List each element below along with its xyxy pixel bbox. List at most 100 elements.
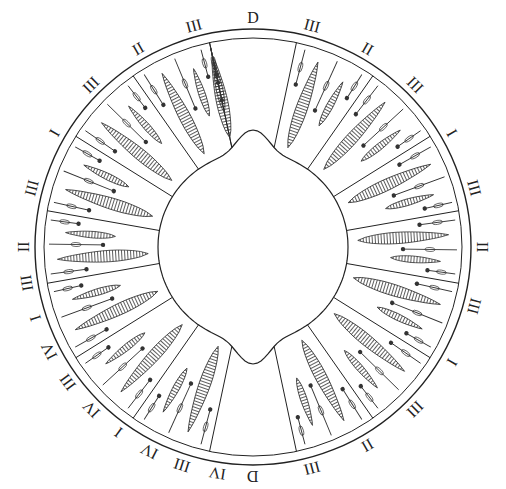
minor-septum bbox=[53, 283, 83, 294]
minor-septum-dot bbox=[112, 148, 118, 154]
minor-septum-line bbox=[398, 131, 421, 147]
minor-septum-dot bbox=[395, 144, 401, 150]
minor-septum-dot bbox=[389, 300, 395, 306]
minor-septum-dot bbox=[105, 344, 111, 350]
minor-septum-swelling bbox=[201, 58, 207, 69]
minor-septum-swelling bbox=[92, 351, 102, 360]
minor-septum bbox=[360, 107, 404, 148]
minor-septum-dot bbox=[104, 326, 110, 332]
minor-septum-dot bbox=[403, 330, 409, 336]
hatched-septum-body bbox=[320, 98, 390, 173]
minor-septum-line bbox=[75, 329, 106, 347]
hatched-septum bbox=[331, 309, 409, 376]
minor-septum-line bbox=[144, 396, 159, 420]
minor-septum bbox=[167, 381, 194, 434]
minor-septum bbox=[308, 383, 334, 437]
minor-septum bbox=[51, 267, 89, 276]
minor-septum bbox=[357, 349, 400, 391]
minor-septum-swelling bbox=[83, 177, 94, 184]
minor-septum-swelling bbox=[378, 122, 388, 132]
minor-septum bbox=[417, 218, 455, 227]
minor-septum-dot bbox=[295, 415, 300, 420]
minor-septum-line bbox=[298, 417, 305, 444]
minor-septum-swelling bbox=[213, 69, 219, 80]
minor-septum-dot bbox=[357, 349, 363, 355]
minor-septum-line bbox=[361, 386, 378, 408]
minor-septum-line bbox=[211, 47, 218, 82]
hatched-septum bbox=[376, 304, 424, 332]
minor-septum-line bbox=[169, 384, 191, 433]
hatched-septum bbox=[160, 367, 190, 414]
minor-septum-line bbox=[403, 249, 457, 251]
minor-septum-dot bbox=[388, 340, 394, 346]
minor-septum-line bbox=[51, 269, 87, 274]
septum-cycle-label: II bbox=[359, 436, 376, 455]
hatched-septum bbox=[320, 98, 390, 173]
minor-septum bbox=[353, 84, 380, 117]
hatched-septum-body bbox=[331, 309, 409, 376]
minor-septum-dot bbox=[76, 221, 81, 226]
minor-septum bbox=[401, 247, 457, 252]
minor-septum bbox=[391, 175, 445, 198]
minor-septum-dot bbox=[193, 106, 199, 112]
minor-septum-swelling bbox=[82, 150, 93, 158]
hatched-septum-body bbox=[357, 229, 449, 246]
minor-septum-swelling bbox=[365, 392, 374, 402]
minor-septum bbox=[61, 296, 115, 319]
minor-septum-swelling bbox=[63, 269, 73, 274]
minor-septum-swelling bbox=[317, 405, 325, 416]
minor-septum bbox=[126, 84, 148, 111]
minor-septum-line bbox=[406, 333, 430, 347]
minor-septum-dot bbox=[143, 139, 149, 145]
minor-septum-dot bbox=[417, 222, 422, 227]
minor-septum-line bbox=[201, 50, 208, 77]
septum-cycle-label: D bbox=[247, 10, 259, 26]
minor-septum bbox=[425, 268, 456, 276]
hatched-septum-body bbox=[104, 330, 147, 366]
hatched-septum bbox=[117, 321, 187, 396]
hatched-septum bbox=[126, 104, 164, 146]
minor-septum-swelling bbox=[374, 366, 384, 376]
minor-septum bbox=[101, 345, 145, 386]
minor-septum-swelling bbox=[62, 286, 73, 292]
minor-septum bbox=[389, 300, 443, 325]
minor-septum bbox=[414, 281, 452, 294]
minor-septum-line bbox=[54, 286, 81, 292]
minor-septum-line bbox=[391, 343, 421, 364]
minor-septum bbox=[422, 200, 452, 211]
minor-septum-dot bbox=[86, 208, 91, 213]
minor-septum-swelling bbox=[404, 134, 414, 143]
hatched-septum-body bbox=[316, 80, 346, 127]
minor-septum bbox=[53, 200, 91, 213]
minor-septum-line bbox=[107, 104, 146, 142]
septum-cycle-label: II bbox=[16, 242, 32, 253]
minor-septum-dot bbox=[205, 74, 210, 79]
minor-septum-swelling bbox=[181, 78, 189, 89]
hatched-septum bbox=[72, 282, 122, 302]
minor-septum-dot bbox=[79, 283, 84, 288]
minor-septum-swelling bbox=[71, 242, 81, 246]
septum-line bbox=[274, 346, 296, 451]
minor-septum-line bbox=[75, 147, 99, 161]
minor-septum-swelling bbox=[149, 84, 158, 95]
minor-septum-swelling bbox=[429, 285, 440, 291]
hatched-septum bbox=[294, 377, 316, 427]
septum-cycle-label: III bbox=[18, 274, 36, 292]
minor-septum-line bbox=[356, 86, 378, 114]
minor-septum-dot bbox=[401, 247, 405, 251]
minor-septum-swelling bbox=[425, 247, 435, 251]
minor-septum-swelling bbox=[59, 219, 69, 224]
minor-septum bbox=[199, 49, 211, 79]
hatched-septum bbox=[98, 118, 176, 185]
central-cavity bbox=[158, 130, 348, 364]
minor-septum-line bbox=[49, 244, 103, 246]
hatched-septum-body bbox=[126, 104, 164, 146]
hatched-septum bbox=[190, 68, 212, 118]
minor-septum-dot bbox=[101, 243, 105, 247]
minor-septum-swelling bbox=[433, 202, 444, 208]
septum-cycle-label: III bbox=[172, 455, 192, 475]
minor-septum-dot bbox=[109, 296, 115, 302]
septum-cycle-label: I bbox=[27, 313, 44, 323]
hatched-septum-body bbox=[82, 162, 130, 190]
minor-septum-swelling bbox=[298, 425, 304, 436]
